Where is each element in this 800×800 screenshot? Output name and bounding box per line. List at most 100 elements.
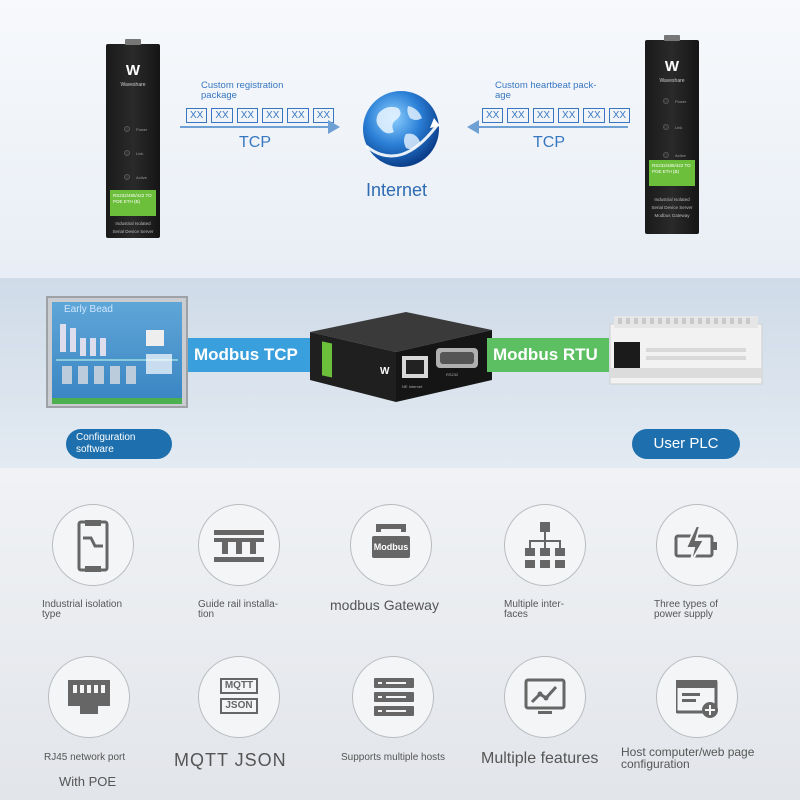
device-antenna [125,39,141,45]
feature-label-line2: configuration [621,757,690,771]
feature-label: modbus Gateway [330,598,439,612]
packet-byte: XX [608,108,631,123]
link-led-label: Link [675,125,683,130]
config-pill-line2: software [76,444,114,455]
modbus-icon: Modbus [372,524,410,564]
feature-label: Industrial isolation type [42,600,122,620]
feature-modbus-gateway: Modbus modbus Gateway [328,504,468,624]
right-arrow-head-icon [328,120,340,134]
packet-byte: XX [312,108,335,123]
packet-byte: XX [583,108,605,123]
screen-content: Early Bead [52,302,182,398]
feature-host-configuration: Host computer/web page configuration [618,656,788,786]
device-model-label: RS232/485/422 TO POE ETH (B) [110,190,156,216]
battery-icon [674,525,717,565]
hierarchy-icon [525,522,565,568]
configuration-software-screen: Early Bead [46,296,188,408]
feature-label-line1: Guide rail installa- [198,599,279,610]
right-gateway-device: W Waveshare Power Link Active RS232/485/… [645,35,699,234]
packet-byte: XX [507,108,529,123]
device-model-label: RS232/485/422 TO POE ETH (B) [649,160,695,186]
packet-byte: XX [558,108,580,123]
left-gateway-device: W Waveshare Power Link Active RS232/485/… [106,39,160,238]
modbus-icon-top [376,524,406,532]
json-icon-text: JSON [220,698,258,714]
feature-label-line2: type [42,609,61,620]
feature-label-line2: power supply [654,609,713,620]
svg-text:W: W [380,366,390,377]
configuration-software-pill: Configuration software [66,429,172,459]
feature-label-line1: Multiple inter- [504,599,565,610]
device-desc-2: Serial Device Server [112,229,154,234]
feature-label-line1: RJ45 network port [44,752,126,763]
user-plc-pill: User PLC [632,429,740,459]
feature-label-line1: Multiple features [481,750,599,767]
heartbeat-caption-line1: Custom heartbeat pack- [495,80,597,91]
isolation-icon [77,520,109,572]
packet-byte: XX [262,108,284,123]
modbus-icon-text: Modbus [372,536,410,558]
feature-label: Three types of power supply [654,600,718,620]
waveshare-logo: W [664,58,680,75]
internet-globe-icon [363,91,440,167]
packet-byte: XX [236,108,259,123]
heartbeat-caption-line2: age [495,90,511,101]
feature-label-line1: Supports multiple hosts [341,752,445,763]
link-led [663,124,669,130]
packet-byte: XX [211,108,233,123]
chart-monitor-icon [524,678,566,714]
packet-byte: XX [186,108,208,123]
feature-mqtt-json: MQTT JSON MQTT JSON [172,656,302,786]
rj45-icon [68,680,110,714]
right-arrow-line [478,126,628,128]
device-desc-1: Industrial Isolated [115,221,151,226]
power-led-label: Power [136,127,148,132]
modbus-tcp-band: Modbus TCP [188,338,318,372]
registration-caption-line1: Custom registration [201,80,284,91]
feature-label-line1: Host computer/web page [621,745,755,759]
packet-byte: XX [287,108,309,123]
link-led-label: Link [136,151,144,156]
feature-label-line1: modbus Gateway [330,597,439,613]
feature-circle [656,656,738,738]
power-led-label: Power [675,99,687,104]
plc-device-icon [609,316,763,385]
internet-label: Internet [366,180,428,200]
packet-byte: XX [532,108,555,123]
screen-taskbar [52,398,182,404]
left-tcp-label: TCP [239,134,271,151]
serial-server-device-icon: W [310,312,492,402]
active-led [663,152,669,158]
feature-industrial-isolation: Industrial isolation type [42,504,162,624]
feature-label: Multiple inter- faces [504,600,564,620]
right-packet-row: XX XX XX XX XX XX [482,108,631,123]
active-led [124,174,130,180]
left-arrow-line [180,126,332,128]
features-section: Industrial isolation type Guide rail ins… [0,468,800,800]
feature-label: Host computer/web page configuration [621,746,754,770]
waveshare-logo: W [125,62,141,79]
power-led [663,98,669,104]
left-packet-row: XX XX XX XX XX XX [186,108,335,123]
feature-label-line1: Three types of [654,599,718,610]
feature-label-line2: With POE [59,774,117,789]
config-pill-line1: Configuration [76,432,136,443]
registration-caption-line2: package [201,90,237,101]
rail-icon [214,530,264,562]
device-brand: Waveshare [659,78,685,84]
device-antenna [664,35,680,41]
screen-title: Early Bead [64,304,113,315]
device-desc-2: Serial Device Server [651,205,693,210]
feature-guide-rail: Guide rail installa- tion [190,504,310,624]
left-arrow-head-icon [467,120,479,134]
mqtt-json-icon: MQTT JSON [220,678,258,714]
modbus-rtu-band: Modbus RTU [487,338,609,372]
scada-diagram-icon [56,324,178,384]
cloud-communication-section: W Waveshare Power Link Active RS232/485/… [0,0,800,278]
packet-byte: XX [482,108,504,123]
device-desc-3: Modbus Gateway [654,213,690,218]
link-led [124,150,130,156]
modbus-conversion-section: Early Bead Modbus TCP [0,278,800,468]
feature-rj45-port: RJ45 network port With POE [42,656,162,789]
right-tcp-label: TCP [533,134,565,151]
